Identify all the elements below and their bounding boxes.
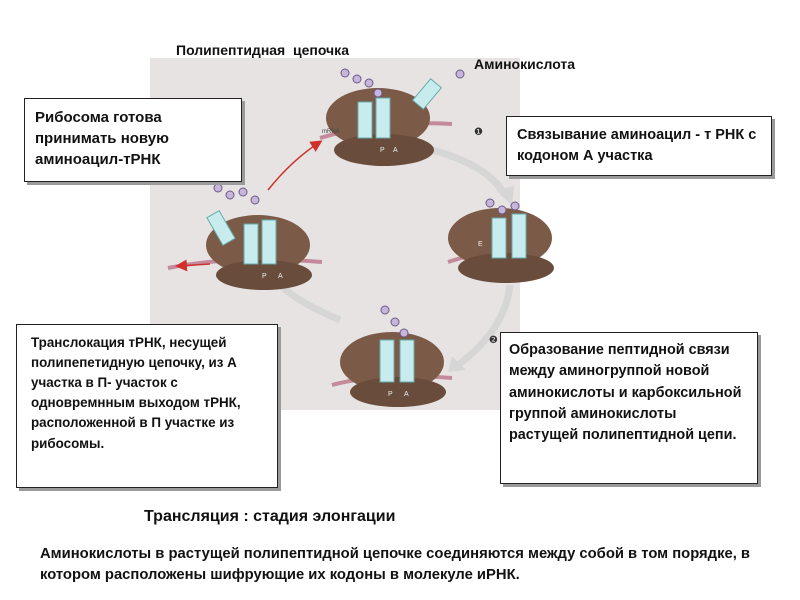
binding-box: Связывание аминоацил - т РНК с кодоном А… [506,116,772,176]
polypeptide-chain-bottom [380,305,409,338]
red-arrow-left-top [267,140,323,191]
translocation-box: Транслокация тРНК, несущей полипепетидну… [16,324,278,488]
site-a-label-bottom: A [404,391,409,398]
ribosome-left [206,209,312,290]
site-a-label-left: A [278,273,283,280]
polypeptide-chain-top [340,68,465,98]
site-a-label-top: A [393,147,398,154]
caption: Аминокислоты в растущей полипептидной це… [40,546,751,584]
step-2-marker: ❷ [489,335,498,346]
polypeptide-chain-label: Полипептидная цепочка [176,42,349,58]
amino-acid-label: Аминокислота [474,56,576,72]
mrna-label: mRNA [322,129,340,135]
ribosome-right [448,208,554,283]
polypeptide-chain-left [213,183,260,205]
site-p-label-top: P [380,147,385,154]
cycle-arrow-top-right-head [496,186,514,206]
cycle-arrow-right-bottom-head [448,356,466,372]
heading: Трансляция : стадия элонгации [144,508,396,525]
peptide-bond-box: Образование пептидной связи между аминог… [500,332,758,484]
cycle-arrow-right-bottom [455,284,514,368]
step-1-marker: ❶ [474,127,483,138]
site-e-label-right: E [478,241,483,248]
site-p-label-left: P [262,273,267,280]
ribosome-ready-box: Рибосома готова принимать новую аминоаци… [24,98,242,182]
polypeptide-chain-right [485,198,520,215]
ribosome-top [326,78,443,166]
site-p-label-bottom: P [388,391,393,398]
ribosome-bottom [340,332,446,407]
red-arrow-mrna-exit [175,259,211,272]
